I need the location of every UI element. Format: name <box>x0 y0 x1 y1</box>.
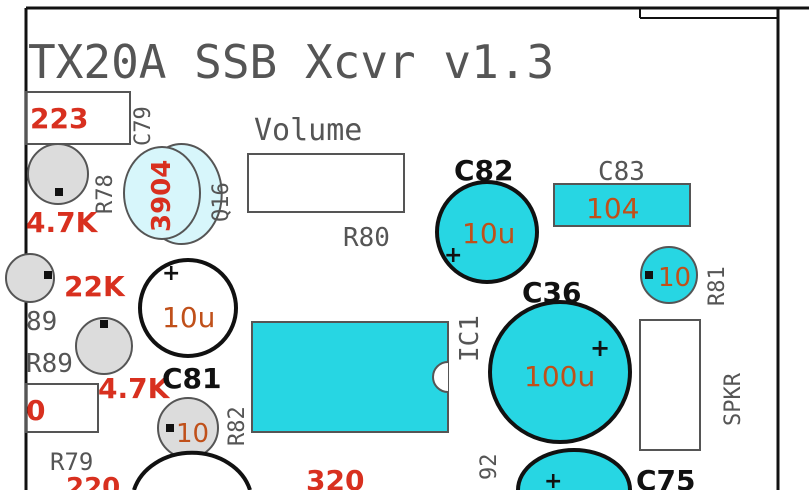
bottom-cap-partial <box>132 450 252 490</box>
volume-pot-outline <box>247 153 405 213</box>
r78-value: 4.7K <box>26 206 99 239</box>
r79-ref: R79 <box>50 448 93 476</box>
c83-ref: C83 <box>598 157 645 187</box>
c36-value: 100u <box>524 360 595 393</box>
r82-pin1 <box>166 424 174 432</box>
spkr-outline <box>639 319 701 451</box>
c79-value: 223 <box>30 102 88 135</box>
volume-label: Volume <box>254 113 362 148</box>
r79-value: 220 <box>66 473 120 490</box>
ic1-ref: IC1 <box>455 315 485 362</box>
r82-value: 10 <box>176 419 209 449</box>
c83-body <box>553 183 691 227</box>
r-22k-pad <box>5 253 55 303</box>
num-92: 92 <box>477 454 502 481</box>
c81-ref: C81 <box>162 362 222 395</box>
c81-value: 10u <box>162 301 215 334</box>
q16-ref: Q16 <box>209 182 234 222</box>
r-22k-pin1 <box>44 271 52 279</box>
c79-outline <box>25 91 131 145</box>
r-22k-value: 22K <box>64 270 126 303</box>
c81-body <box>138 258 238 358</box>
r89-pad <box>75 317 133 375</box>
r89-ref-b: R89 <box>26 349 73 379</box>
r89-ref-a: 89 <box>26 307 57 337</box>
left-partial-value: 0 <box>26 394 45 427</box>
c79-ref: C79 <box>131 106 156 146</box>
c83-value: 104 <box>586 192 639 225</box>
c75-ref: C75 <box>636 464 696 490</box>
r81-ref: R81 <box>705 266 730 306</box>
q16-value: 3904 <box>147 160 177 232</box>
c82-plus: + <box>444 243 462 268</box>
c82-body <box>435 180 539 284</box>
c82-value: 10u <box>462 217 515 250</box>
r81-body <box>640 246 698 304</box>
left-partial-box <box>25 383 99 433</box>
spkr-ref: SPKR <box>721 372 746 426</box>
r78-pin1 <box>55 188 63 196</box>
c36-body <box>488 300 632 444</box>
q16-outline <box>123 146 201 240</box>
r78-pad <box>27 143 89 205</box>
board-title: TX20A SSB Xcvr v1.3 <box>28 35 554 89</box>
c36-plus: + <box>590 334 610 362</box>
c75-body-partial <box>516 448 632 490</box>
r-320-value: 320 <box>306 464 364 490</box>
r89-pin1 <box>100 320 108 328</box>
r82-ref: R82 <box>225 406 250 446</box>
r81-value: 10 <box>658 263 691 293</box>
r89-value: 4.7K <box>98 372 171 405</box>
r81-pin1 <box>645 271 653 279</box>
r80-ref: R80 <box>343 223 390 253</box>
ic1-body <box>251 321 449 433</box>
c81-plus: + <box>162 261 180 286</box>
c75-plus: + <box>544 469 562 490</box>
r78-ref: R78 <box>93 174 118 214</box>
ic1-notch <box>432 361 449 393</box>
